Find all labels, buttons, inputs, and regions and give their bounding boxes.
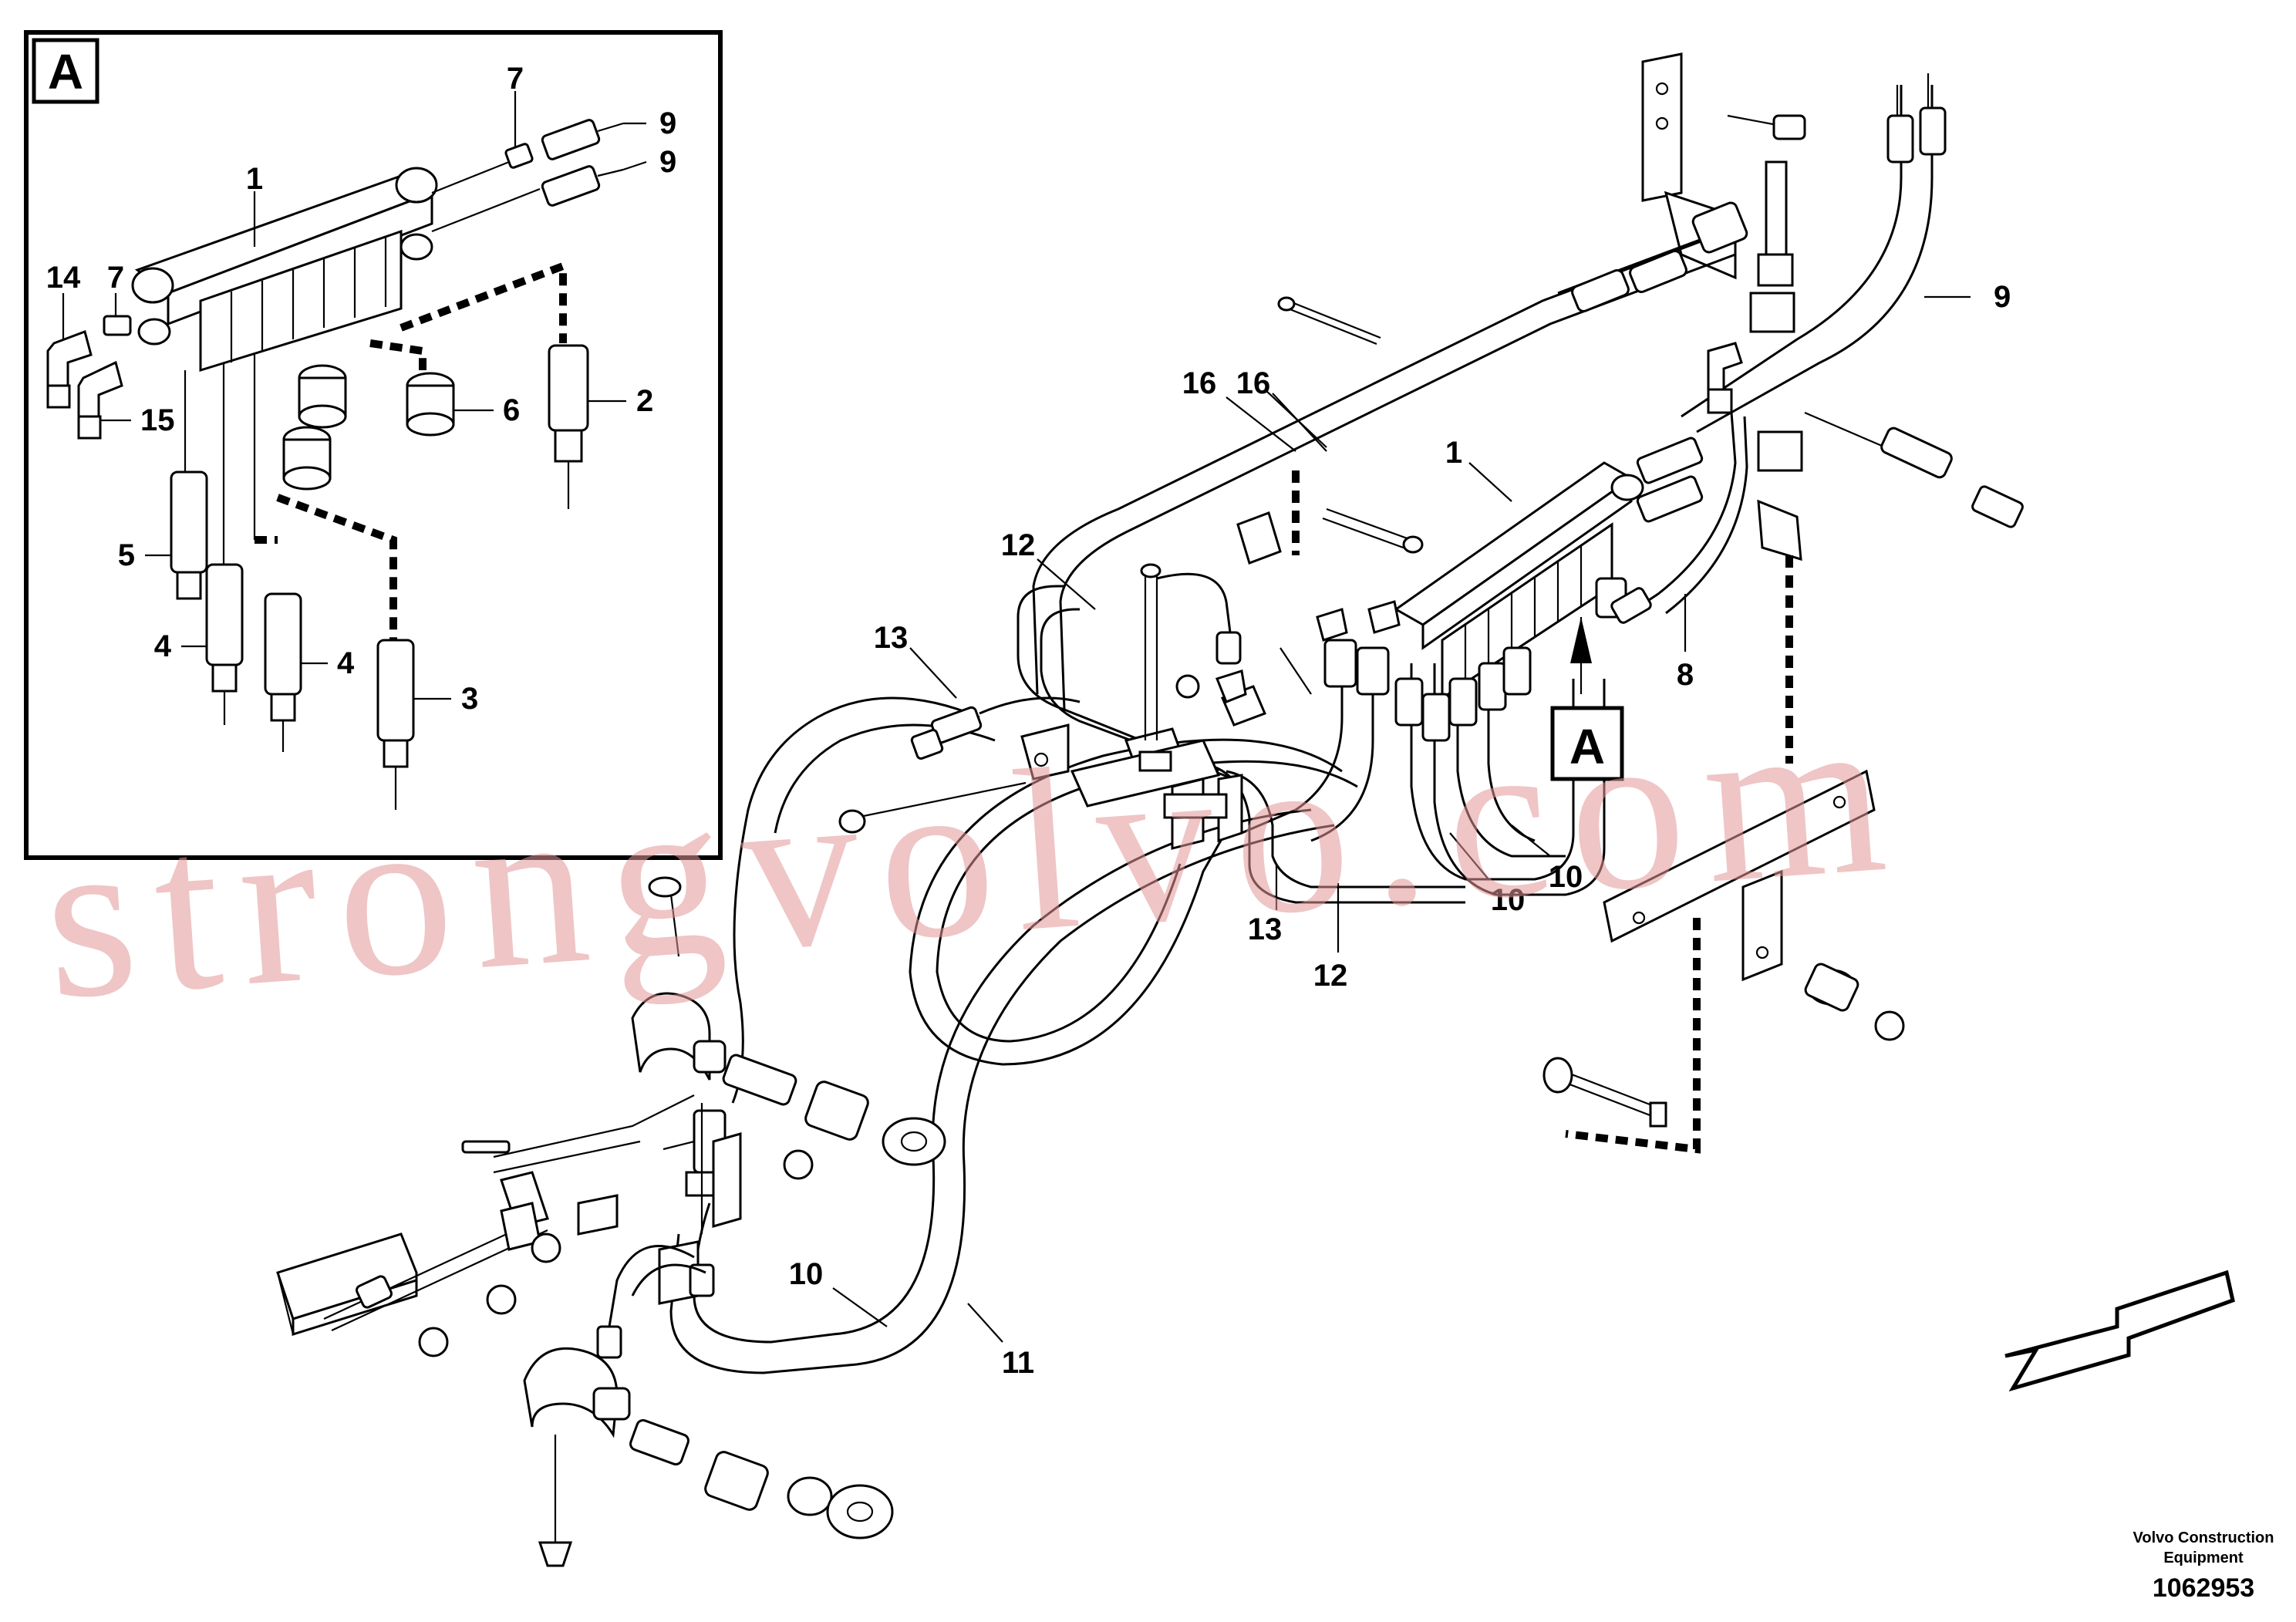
bottom-fittings [523,1347,894,1567]
main-callouts: 1 9 8 16 16 12 13 13 12 10 10 [789,280,2011,1380]
lower-left-bracket [276,1094,814,1357]
detail-marker-letter: A [1569,719,1605,774]
callout-14-detail: 14 [46,261,81,295]
callout-3-detail: 3 [461,682,478,716]
callout-7-detail-top: 7 [507,62,524,96]
hoses-10-lower [1241,600,1606,896]
company-line-1: Volvo Construction [2133,1529,2274,1546]
adapters-lower [170,355,415,810]
callout-1-detail: 1 [246,162,263,196]
adapter-part-2 [548,344,589,509]
callout-13-main-a: 13 [874,621,909,655]
fitting-stack [1156,572,1247,703]
arrow-left-down-icon [2004,1270,2235,1392]
manifold-main [1394,437,1704,700]
hoses-9 [1681,73,1947,433]
detail-letter: A [48,44,83,99]
callout-11-main: 11 [1002,1346,1034,1380]
callout-15-detail: 15 [140,403,175,437]
part-number: 1062953 [2153,1573,2254,1603]
callout-8-main: 8 [1677,658,1694,692]
detail-letter-box [32,38,99,104]
callout-10-main-a: 10 [1491,883,1526,917]
callout-13-main-b: 13 [1248,912,1283,946]
fittings-detail-top [431,119,624,233]
callout-10-main-b: 10 [1549,860,1583,894]
callout-9-detail-a: 9 [659,106,676,140]
detail-callouts: 1 7 9 9 14 7 15 2 6 5 4 4 3 [46,62,677,716]
hose-8 [1610,342,1748,624]
callout-9-detail-b: 9 [659,145,676,179]
mounting-bracket-top [1641,52,1806,561]
callout-5-detail: 5 [118,538,135,572]
callout-1-main: 1 [1445,436,1462,470]
callout-4-detail-a: 4 [154,629,172,663]
plugs-part-6 [282,364,455,491]
callout-4-detail-b: 4 [337,646,355,680]
detail-view-a: A [24,30,723,860]
hose-loops-10-11 [669,696,1358,1374]
detail-marker-a: A [1550,617,1624,781]
footer: Volvo Construction Equipment 1062953 [2133,1529,2274,1603]
fittings-detail-left [46,315,132,440]
callout-6-detail: 6 [503,393,520,427]
fittings-13 [910,696,1081,760]
callout-9-main: 9 [1994,280,2011,314]
callout-7-detail-left: 7 [107,261,124,295]
callout-2-detail: 2 [636,384,653,418]
lower-swivel-fittings [596,876,946,1359]
loose-fittings-right [1804,411,2024,528]
company-line-2: Equipment [2163,1549,2244,1566]
callout-12-main-b: 12 [1313,959,1348,993]
callout-16-main-a: 16 [1182,366,1217,400]
hoses-16 [1032,201,1748,710]
central-clamps [838,563,1266,850]
right-bracket [1542,555,1905,1154]
main-assembly: A 1 9 8 16 16 12 13 13 12 [276,52,2235,1567]
manifold-detail [131,167,438,373]
callout-10-main-c: 10 [789,1257,824,1291]
callout-12-main-a: 12 [1001,528,1036,562]
callout-16-main-b: 16 [1236,366,1271,400]
